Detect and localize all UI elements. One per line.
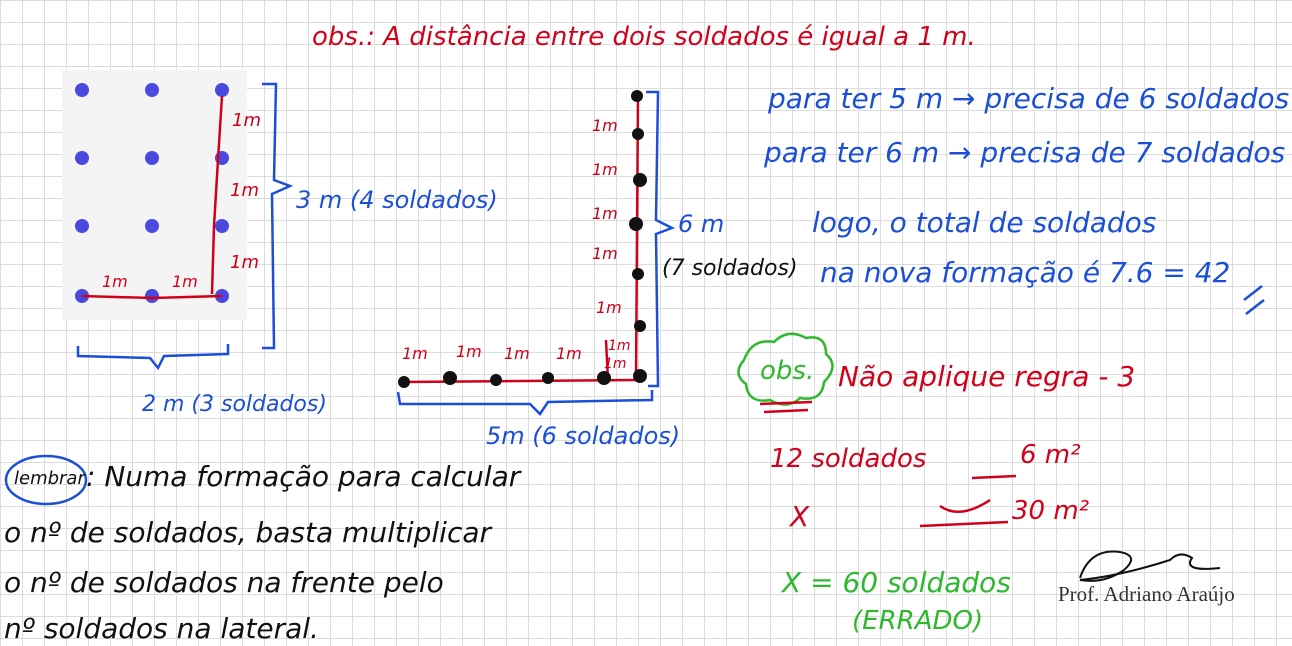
soldier-dot: [145, 219, 159, 233]
obs-tag: obs.: [760, 356, 815, 386]
note-line-1: para ter 5 m → precisa de 6 soldados: [768, 82, 1290, 115]
lembrar-tag: lembrar: [14, 468, 85, 489]
mid-black-dots: [398, 90, 647, 388]
left-measure-1: 1m: [232, 110, 261, 131]
mid-v-measure-1: 1m: [592, 116, 618, 135]
mid-h-measure-4: 1m: [556, 344, 582, 363]
soldier-dot: [632, 128, 644, 140]
soldier-dot: [633, 173, 647, 187]
left-measure-3: 1m: [230, 252, 259, 273]
mid-h-measure-3: 1m: [504, 344, 530, 363]
soldier-dot: [145, 289, 159, 303]
lembrar-line-3: o nº de soldados na frente pelo: [4, 566, 444, 599]
mid-side-label-top: 6 m: [678, 210, 725, 238]
soldier-dot: [75, 83, 89, 97]
mid-v-measure-3: 1m: [592, 204, 618, 223]
mid-v-measure-6: 1m: [608, 338, 631, 354]
soldier-dot: [75, 219, 89, 233]
rule-row1-right: 6 m²: [1020, 440, 1081, 470]
obs-rule-text: Não aplique regra - 3: [838, 360, 1136, 393]
result-note: (ERRADO): [852, 606, 984, 636]
left-bottom-label: 2 m (3 soldados): [142, 392, 327, 417]
soldier-dot: [629, 217, 643, 231]
rule-row1-left: 12 soldados: [770, 444, 927, 474]
left-bottom-measure-1: 1m: [102, 272, 128, 291]
lembrar-line-4: nº soldados na lateral.: [4, 612, 319, 645]
left-side-label: 3 m (4 soldados): [296, 186, 498, 214]
left-measure-2: 1m: [230, 180, 259, 201]
rule-row2-right: 30 m²: [1012, 496, 1090, 526]
note-line-2: para ter 6 m → precisa de 7 soldados: [764, 136, 1286, 169]
soldier-dot: [215, 219, 229, 233]
signature-scribble: [1079, 550, 1221, 582]
lembrar-line-1: : Numa formação para calcular: [86, 460, 521, 493]
note-line-3: logo, o total de soldados: [812, 206, 1157, 239]
obs-cloud: [737, 332, 834, 406]
soldier-dot: [398, 376, 410, 388]
mid-v-measure-4: 1m: [592, 244, 618, 263]
mid-v-measure-2: 1m: [592, 160, 618, 179]
mid-blue-braces: [396, 90, 676, 416]
soldier-dot: [443, 371, 457, 385]
soldier-dot: [542, 372, 554, 384]
mid-h-measure-1: 1m: [402, 344, 428, 363]
mid-h-measure-2: 1m: [456, 342, 482, 361]
mid-h-measure-5: 1m: [604, 356, 627, 372]
soldier-dot: [490, 374, 502, 386]
signature-text: Prof. Adriano Araújo: [1058, 582, 1235, 606]
left-bottom-measure-2: 1m: [172, 272, 198, 291]
header-note: obs.: A distância entre dois soldados é …: [312, 22, 976, 52]
lembrar-bubble: [4, 454, 88, 506]
mid-bottom-label: 5m (6 soldados): [486, 422, 681, 450]
left-dot-grid: [75, 83, 229, 303]
mid-side-label-bottom: (7 soldados): [662, 256, 798, 281]
answer-underline: [1243, 285, 1265, 315]
lembrar-line-2: o nº de soldados, basta multiplicar: [4, 516, 492, 549]
soldier-dot: [631, 90, 643, 102]
left-blue-braces: [76, 82, 294, 371]
soldier-dot: [597, 371, 611, 385]
rule-of-three-lines: [919, 474, 1017, 528]
soldier-dot: [145, 151, 159, 165]
rule-row2-left: X: [790, 500, 810, 533]
mid-v-measure-5: 1m: [596, 298, 622, 317]
note-line-4: na nova formação é 7.6 = 42: [820, 256, 1231, 289]
result-text: X = 60 soldados: [782, 566, 1011, 599]
soldier-dot: [633, 369, 647, 383]
mid-red-measures: [401, 93, 640, 384]
soldier-dot: [75, 151, 89, 165]
left-red-measures: [81, 95, 224, 300]
soldier-dot: [215, 83, 229, 97]
soldier-dot: [632, 268, 644, 280]
soldier-dot: [634, 320, 646, 332]
soldier-dot: [145, 83, 159, 97]
obs-underline: [759, 400, 813, 414]
